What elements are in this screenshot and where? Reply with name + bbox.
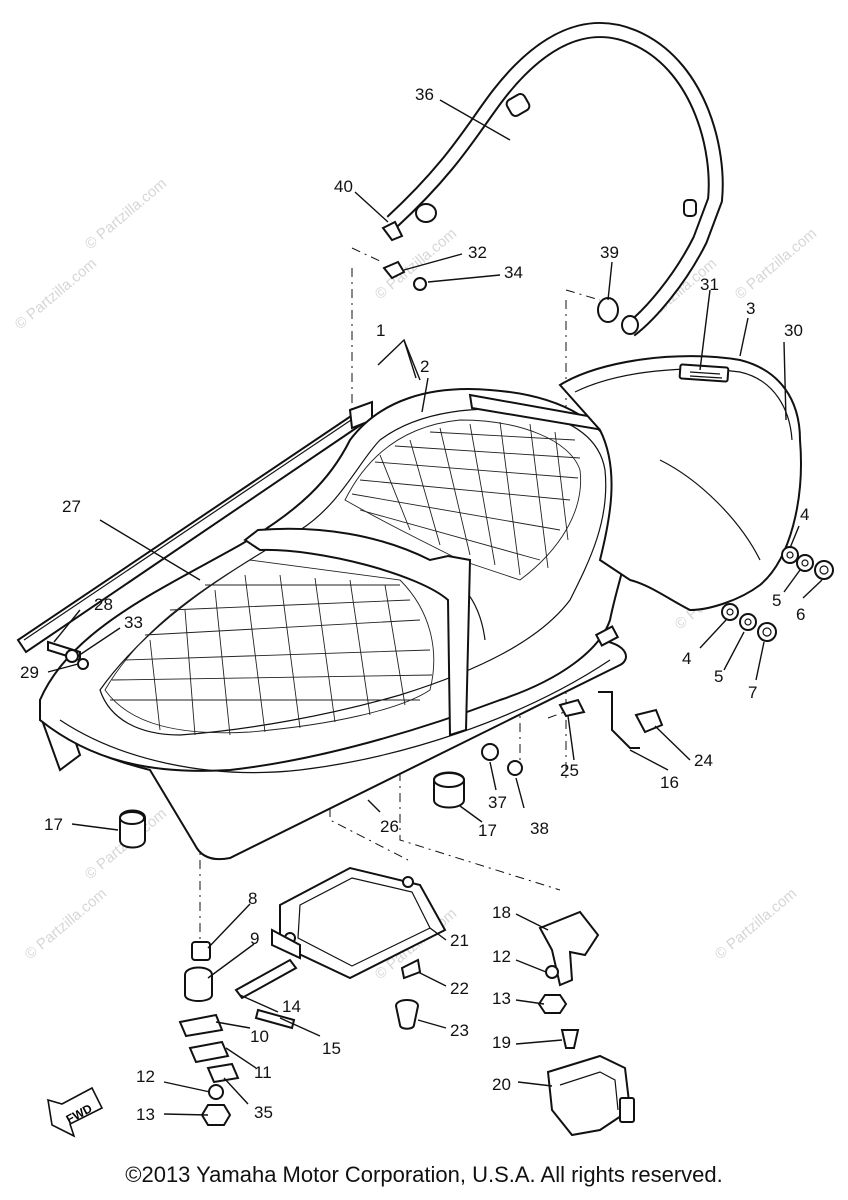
watermark: © Partzilla.com bbox=[12, 255, 100, 333]
callout-31: 31 bbox=[700, 275, 719, 294]
callout-39: 39 bbox=[600, 243, 619, 262]
callout-21: 21 bbox=[450, 931, 469, 950]
watermark: © Partzilla.com bbox=[732, 225, 820, 303]
hardware-top bbox=[381, 220, 619, 323]
callout-16: 16 bbox=[660, 773, 679, 792]
callout-23: 23 bbox=[450, 1021, 469, 1040]
callout-40: 40 bbox=[334, 177, 353, 196]
callout-26: 26 bbox=[380, 817, 399, 836]
cowl-fasteners bbox=[721, 546, 834, 642]
callout-5-left: 5 bbox=[714, 667, 723, 686]
callout-3: 3 bbox=[746, 299, 755, 318]
callout-36: 36 bbox=[415, 85, 434, 104]
callout-10: 10 bbox=[250, 1027, 269, 1046]
callout-38: 38 bbox=[530, 819, 549, 838]
callout-2: 2 bbox=[420, 357, 429, 376]
watermark: © Partzilla.com bbox=[372, 225, 460, 303]
lower-hardware bbox=[178, 910, 635, 1137]
seat-assembly bbox=[39, 388, 634, 861]
callout-4-left: 4 bbox=[682, 649, 691, 668]
callout-15: 15 bbox=[322, 1039, 341, 1058]
callout-labels: 36 40 32 34 39 31 3 30 1 2 27 28 33 29 1… bbox=[20, 85, 809, 1124]
callout-9: 9 bbox=[250, 929, 259, 948]
storage-tray bbox=[271, 866, 447, 980]
leader-lines bbox=[47, 99, 823, 1116]
backrest-bar bbox=[386, 22, 724, 337]
callout-14: 14 bbox=[282, 997, 301, 1016]
callout-20: 20 bbox=[492, 1075, 511, 1094]
callout-17-left: 17 bbox=[44, 815, 63, 834]
callout-11: 11 bbox=[254, 1063, 272, 1082]
callout-33: 33 bbox=[124, 613, 143, 632]
callout-5-right: 5 bbox=[772, 591, 781, 610]
callout-12-right: 12 bbox=[492, 947, 511, 966]
callout-28: 28 bbox=[94, 595, 113, 614]
watermark: © Partzilla.com bbox=[712, 885, 800, 963]
callout-34: 34 bbox=[504, 263, 523, 282]
fwd-arrow: FWD bbox=[47, 1086, 104, 1138]
callout-29: 29 bbox=[20, 663, 39, 682]
callout-13-right: 13 bbox=[492, 989, 511, 1008]
callout-6: 6 bbox=[796, 605, 805, 624]
callout-32: 32 bbox=[468, 243, 487, 262]
callout-4-right: 4 bbox=[800, 505, 809, 524]
callout-8: 8 bbox=[248, 889, 257, 908]
callout-24: 24 bbox=[694, 751, 713, 770]
callout-25: 25 bbox=[560, 761, 579, 780]
callout-7: 7 bbox=[748, 683, 757, 702]
watermark: © Partzilla.com bbox=[22, 885, 110, 963]
watermark: © Partzilla.com bbox=[82, 175, 170, 253]
callout-19: 19 bbox=[492, 1033, 511, 1052]
callout-17-right: 17 bbox=[478, 821, 497, 840]
callout-22: 22 bbox=[450, 979, 469, 998]
callout-1: 1 bbox=[376, 321, 385, 340]
callout-30: 30 bbox=[784, 321, 803, 340]
callout-18: 18 bbox=[492, 903, 511, 922]
callout-35: 35 bbox=[254, 1103, 273, 1122]
callout-27: 27 bbox=[62, 497, 81, 516]
callout-37: 37 bbox=[488, 793, 507, 812]
copyright-notice: ©2013 Yamaha Motor Corporation, U.S.A. A… bbox=[125, 1162, 723, 1187]
seat-cowl bbox=[558, 355, 802, 612]
callout-13-left: 13 bbox=[136, 1105, 155, 1124]
callout-12-left: 12 bbox=[136, 1067, 155, 1086]
